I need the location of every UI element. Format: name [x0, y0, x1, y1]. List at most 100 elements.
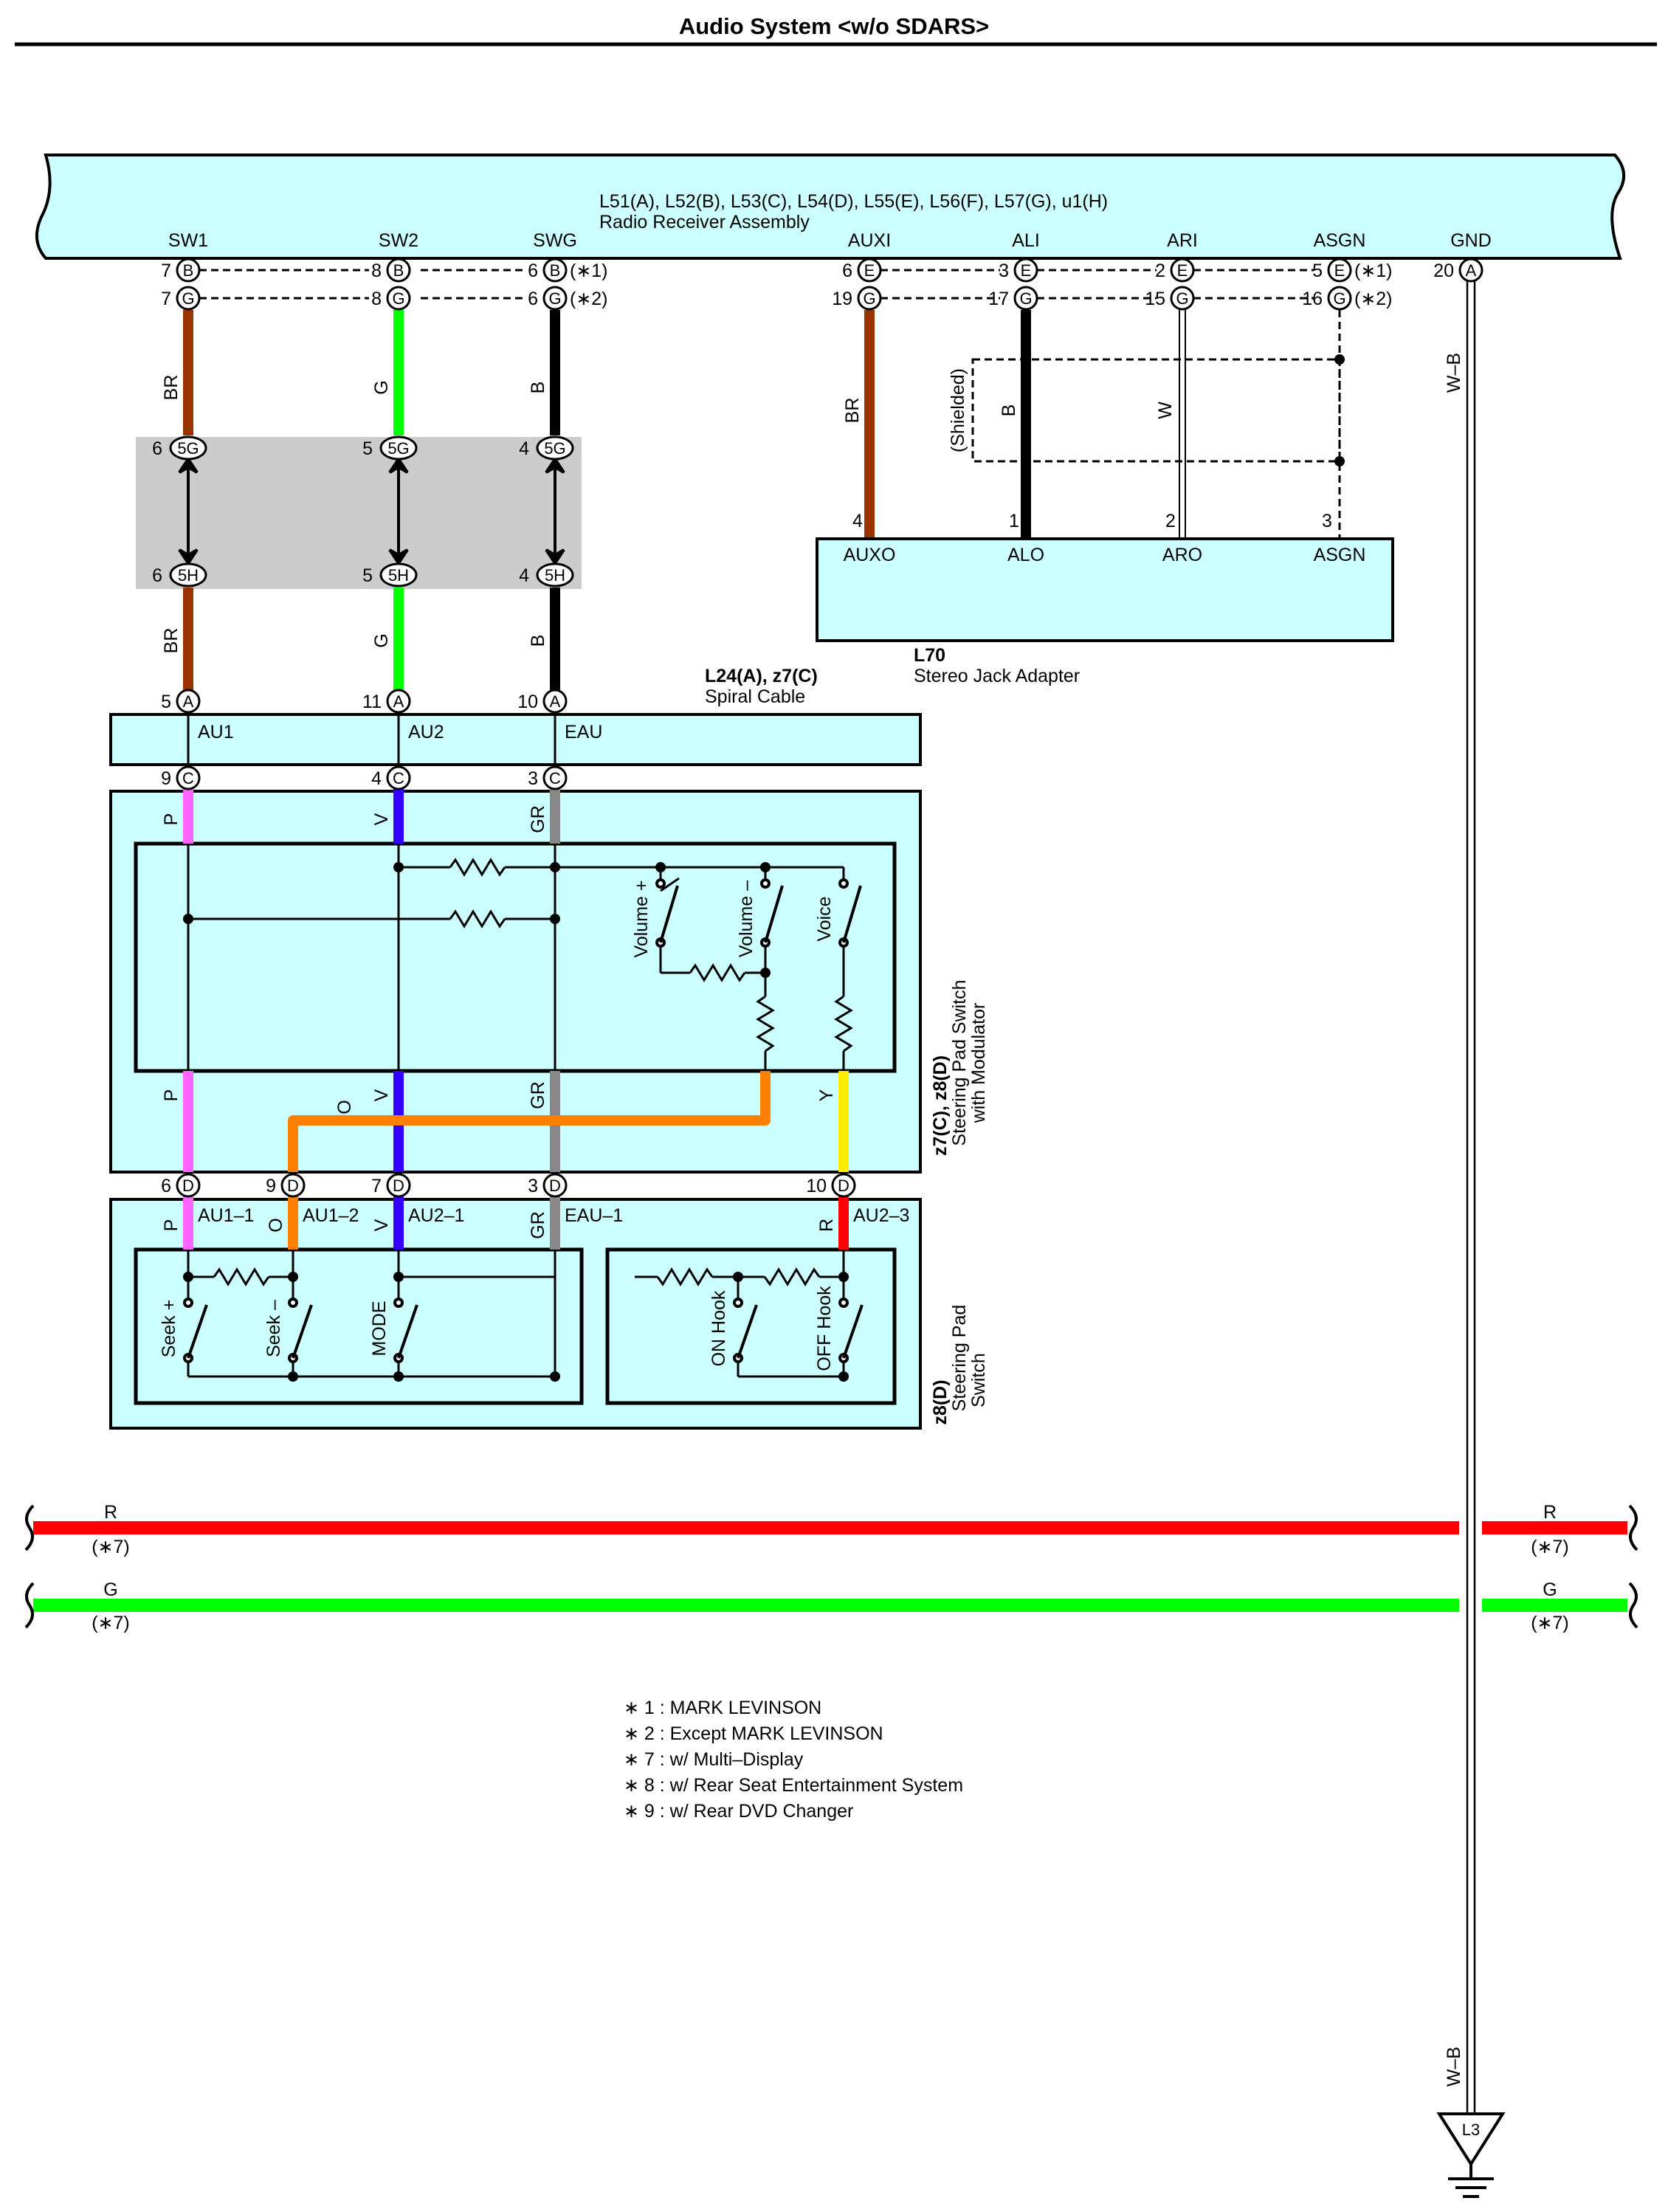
wire-label-g: G — [103, 1579, 117, 1600]
svg-text:C: C — [393, 769, 404, 788]
svg-text:G: G — [392, 289, 404, 308]
terminal-swg: SWG — [533, 230, 577, 251]
svg-text:E: E — [864, 261, 875, 280]
svg-text:D: D — [182, 1176, 194, 1195]
note-ref-1: (∗1) — [1354, 261, 1393, 281]
svg-text:G: G — [863, 289, 875, 308]
switch-label-volume-minus: Volume – — [736, 881, 757, 957]
switch-label-seek-plus: Seek + — [159, 1300, 179, 1358]
steering-pad-name-2: Switch — [968, 1353, 989, 1408]
connector-pin-a: A — [1458, 258, 1483, 283]
wire-label-r: R — [816, 1219, 837, 1232]
switch-label-seek-minus: Seek – — [263, 1300, 284, 1357]
connector-pin-5h: 5H — [379, 562, 418, 588]
svg-text:A: A — [550, 692, 561, 711]
connector-pin-e: E — [1327, 258, 1352, 283]
svg-text:C: C — [549, 769, 561, 788]
spiral-cable-code: L24(A), z7(C) — [705, 666, 818, 686]
pin-number: 9 — [161, 768, 171, 789]
svg-text:C: C — [182, 769, 194, 788]
wire-label-b: B — [528, 382, 548, 394]
pin-number: 7 — [371, 1176, 382, 1196]
wire-label-gr: GR — [528, 1081, 548, 1109]
wire-label-br: BR — [161, 628, 182, 654]
pin-number: 16 — [1302, 289, 1323, 309]
connector-pin-b: B — [176, 258, 201, 283]
terminal-eau: EAU — [565, 722, 602, 742]
svg-text:5G: 5G — [387, 439, 409, 458]
wire-break-marks — [24, 1504, 1638, 1629]
modulator-switches — [655, 878, 862, 948]
svg-text:A: A — [183, 692, 194, 711]
switch-label-mode: MODE — [369, 1301, 390, 1357]
page-title: Audio System <w/o SDARS> — [679, 13, 989, 39]
note-ref-7: (∗7) — [92, 1537, 130, 1557]
terminal-sw1: SW1 — [168, 230, 208, 251]
note-ref-2: (∗2) — [1354, 289, 1393, 309]
connector-pin-5g: 5G — [536, 435, 574, 461]
note-ref-7: (∗7) — [1531, 1613, 1569, 1633]
connector-pin-a: A — [176, 689, 201, 714]
connector-pin-5h: 5H — [536, 562, 574, 588]
note-ref-2: (∗2) — [570, 289, 608, 309]
switch-label-off-hook: OFF Hook — [814, 1286, 835, 1371]
wire-label-b: B — [999, 404, 1019, 417]
junction-dots — [183, 862, 771, 978]
wire-label-p: P — [161, 1219, 182, 1232]
radio-receiver-code: L51(A), L52(B), L53(C), L54(D), L55(E), … — [599, 191, 1108, 212]
connector-pin-d: D — [542, 1173, 568, 1198]
junction-connector-area — [136, 437, 582, 589]
wire-label-g: G — [371, 633, 392, 647]
stereo-jack-adapter-box — [816, 537, 1394, 642]
steering-pad-name-1: Steering Pad — [949, 1305, 970, 1412]
svg-text:E: E — [1334, 261, 1345, 280]
radio-receiver-box — [35, 154, 1625, 260]
svg-text:5H: 5H — [545, 566, 565, 585]
svg-text:5G: 5G — [544, 439, 565, 458]
connector-pin-c: C — [176, 765, 201, 790]
pin-number: 8 — [371, 289, 382, 309]
terminal-au2-3: AU2–3 — [853, 1205, 909, 1226]
pin-number: 20 — [1433, 261, 1454, 281]
wire-label-o: O — [266, 1218, 286, 1232]
connector-pin-e: E — [1170, 258, 1195, 283]
terminal-ari: ARI — [1167, 230, 1198, 251]
svg-text:G: G — [1019, 289, 1032, 308]
terminal-au1-2: AU1–2 — [303, 1205, 359, 1226]
connector-pin-e: E — [857, 258, 882, 283]
spiral-cable-box — [109, 713, 922, 766]
pin-number: 15 — [1145, 289, 1165, 309]
terminal-auxi: AUXI — [848, 230, 891, 251]
wire-label-p: P — [161, 1089, 182, 1102]
wire-label-br: BR — [842, 398, 863, 424]
wire-label-r: R — [1543, 1502, 1557, 1523]
wire-label-y: Y — [816, 1089, 837, 1101]
connector-pin-g: G — [1170, 286, 1195, 311]
pin-number: 9 — [266, 1176, 276, 1196]
svg-text:G: G — [548, 289, 561, 308]
modulator-inner — [134, 841, 897, 1073]
connector-pin-g: G — [1327, 286, 1352, 311]
stereo-jack-name: Stereo Jack Adapter — [914, 666, 1080, 686]
pin-number: 5 — [362, 565, 373, 586]
svg-text:G: G — [182, 289, 194, 308]
steering-pad-code: z8(D) — [930, 1379, 951, 1424]
pin-number: 19 — [832, 289, 852, 309]
svg-text:B: B — [550, 261, 561, 280]
note-item: ∗ 9 : w/ Rear DVD Changer — [624, 1801, 853, 1822]
modulator-name-2: with Modulator — [968, 1003, 989, 1124]
connector-pin-g: G — [386, 286, 411, 311]
pin-number: 3 — [528, 768, 538, 789]
wire-label-o: O — [334, 1100, 355, 1114]
pin-number: 10 — [517, 692, 538, 712]
wire-label-wb: W–B — [1444, 2047, 1464, 2087]
junction-dots — [183, 1272, 849, 1382]
note-item: ∗ 1 : MARK LEVINSON — [624, 1698, 821, 1718]
connector-pin-5g: 5G — [379, 435, 418, 461]
terminal-asgn-jack: ASGN — [1314, 545, 1366, 565]
pin-number: 4 — [519, 438, 529, 459]
modulator-circuit — [187, 844, 853, 1071]
connector-pin-b: B — [386, 258, 411, 283]
terminal-ali: ALI — [1012, 230, 1040, 251]
